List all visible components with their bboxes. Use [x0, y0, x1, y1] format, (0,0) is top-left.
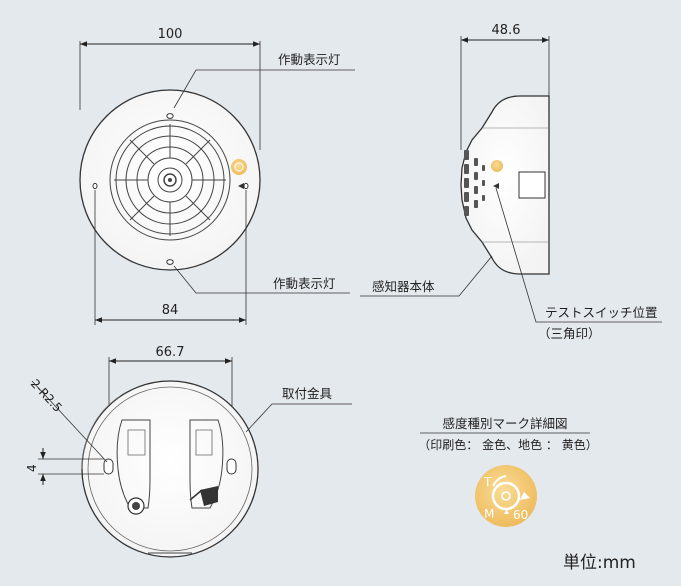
label-test-switch-note: （三角印）	[538, 326, 601, 341]
indicator-lamp-top	[166, 113, 174, 119]
label-test-switch: テストスイッチ位置	[545, 305, 658, 320]
label-indicator-bottom: 作動表示灯	[273, 276, 336, 291]
detector-body-side	[460, 95, 550, 275]
sensitivity-mark-detail	[475, 465, 537, 527]
label-body: 感知器本体	[372, 279, 435, 294]
side-window	[518, 171, 546, 199]
label-mount: 取付金具	[282, 386, 333, 401]
mark-detail: 感度種別マーク詳細図 （印刷色： 金色、地色 ： 黄色） T M 60	[418, 416, 598, 527]
mark-detail-title: 感度種別マーク詳細図	[442, 416, 567, 431]
dim-slot-radius-text: 2-R2.5	[28, 376, 65, 414]
indicator-lamp-bottom	[166, 259, 174, 265]
side-vents	[464, 150, 485, 216]
unit-note: 単位:mm	[563, 553, 636, 573]
dim-inner-text: 84	[162, 303, 179, 318]
side-view: 48.6 感知器本体 テストスイッチ位置 （三角印）	[360, 23, 662, 341]
vent-grille	[114, 124, 226, 236]
mark-detail-subtitle: （印刷色： 金色、地色 ： 黄色）	[418, 437, 597, 452]
mark-number: 60	[513, 508, 528, 522]
test-switch-mark	[238, 183, 244, 189]
bracket-cutout-left	[116, 419, 151, 509]
dim-depth-text: 48.6	[492, 23, 521, 38]
base-view: 66.7 2-R2.5 4 取付金具	[25, 345, 352, 558]
mark-letter-t: T	[483, 475, 492, 489]
slot-left	[103, 458, 114, 475]
sensitivity-mark-small	[231, 159, 247, 175]
top-view: 100 作動表	[79, 27, 355, 325]
mark-letter-m: M	[484, 507, 494, 521]
label-indicator-top: 作動表示灯	[278, 52, 341, 67]
dim-width-text: 100	[158, 27, 183, 42]
dim-pitch-text: 66.7	[156, 345, 185, 360]
dim-slot-width-text: 4	[25, 464, 39, 472]
slot-right	[226, 458, 237, 475]
mount-clip	[200, 486, 218, 506]
sensitivity-mark-side	[491, 160, 503, 172]
